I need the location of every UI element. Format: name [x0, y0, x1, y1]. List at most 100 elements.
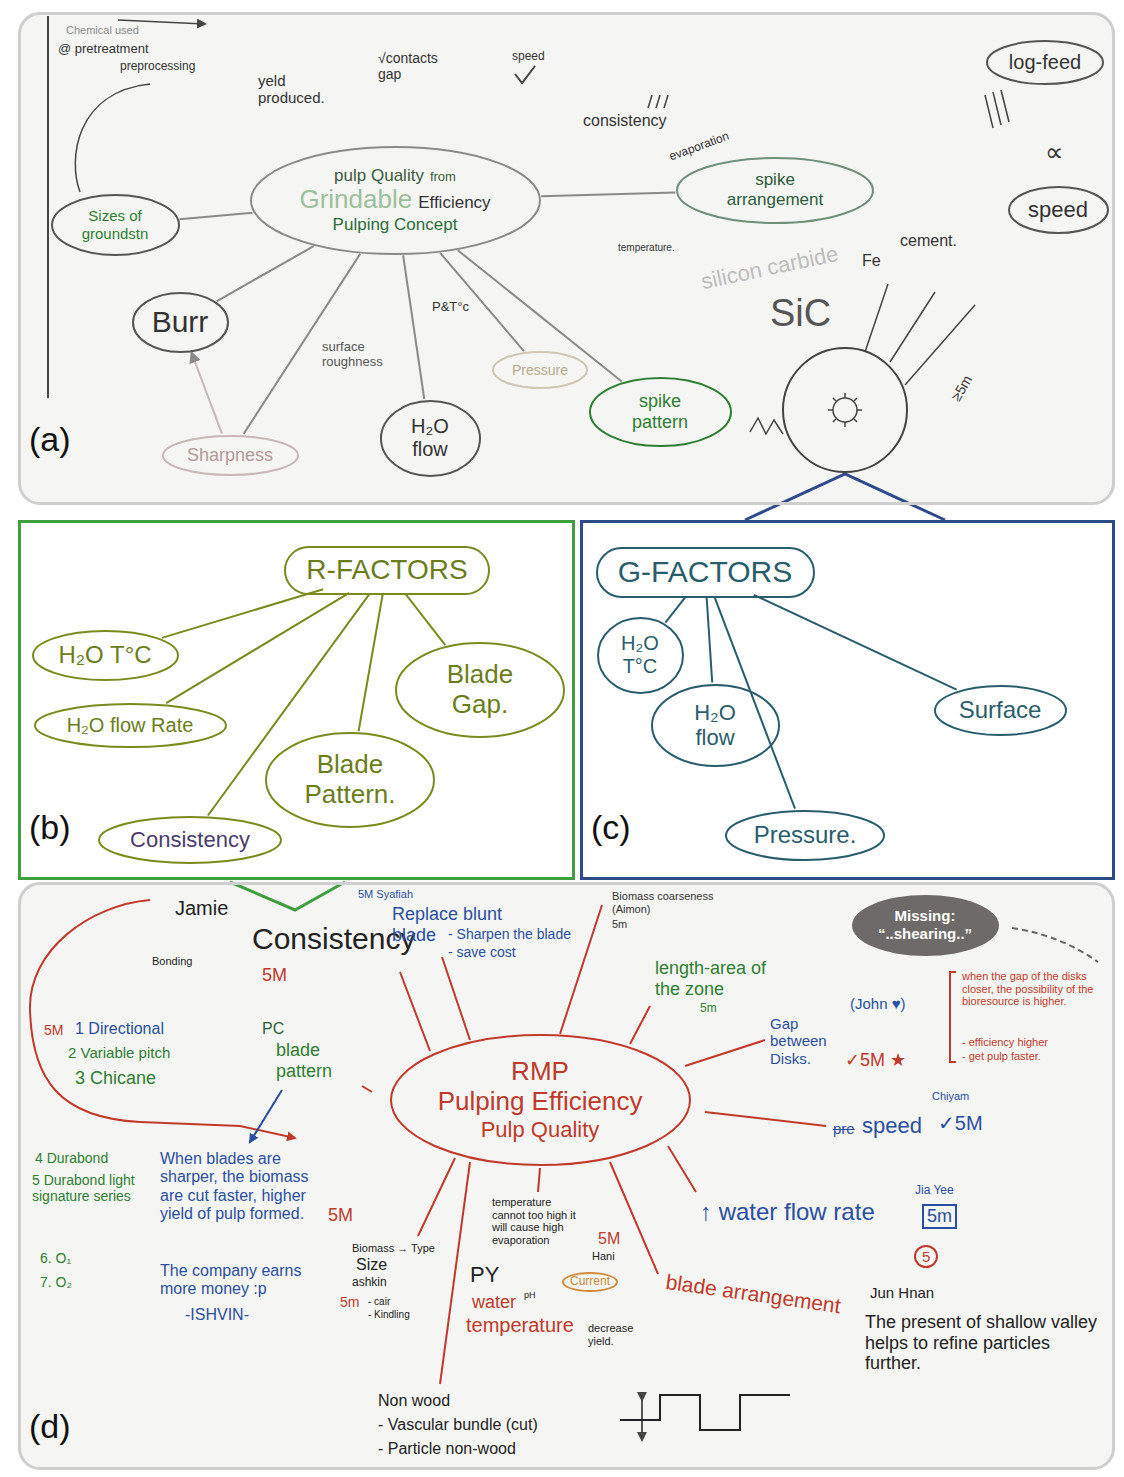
annotation-text: @ pretreatment: [58, 42, 149, 57]
annotation-text: consistency: [583, 112, 667, 130]
node-text: Sizes of groundstn: [75, 207, 155, 242]
gear-symbol: [833, 398, 857, 422]
ellipse-outline: [935, 686, 1066, 735]
node-text-group: log-feed: [1009, 51, 1081, 74]
spike-sketch: [750, 418, 783, 434]
annotation-text: 5M: [44, 1022, 63, 1038]
annotation-text: PC: [262, 1020, 284, 1038]
callout-pointer: [230, 882, 345, 910]
speech-bubble: Missing:“..shearing..”: [850, 893, 1001, 958]
annotation-text: ✓5M ★: [845, 1050, 906, 1071]
annotation-text: when the gap of the disks closer, the po…: [962, 970, 1107, 1008]
factor-ellipse: Pressure.: [724, 809, 886, 862]
annotation-text: 5m: [612, 918, 627, 931]
ellipse-outline: [987, 41, 1103, 84]
node-text-group: G-FACTORS: [618, 555, 792, 590]
annotation-text: ashkin: [352, 1276, 387, 1290]
leader-line: [538, 1168, 540, 1192]
annotation-text: ≥5m: [948, 372, 976, 404]
connector: [179, 213, 252, 220]
annotation-text: - get pulp faster.: [962, 1050, 1041, 1063]
annotation-text: 5M: [328, 1205, 353, 1226]
sketch-stroke: [656, 95, 660, 108]
sketch-arrow: [118, 20, 205, 24]
ellipse-outline: [652, 685, 779, 766]
node-text: “..shearing..”: [878, 925, 972, 942]
node-text-group: pulp QualityfromGrindableEfficiencyPulpi…: [296, 166, 493, 235]
panel-label: (d): [29, 1407, 71, 1446]
valley-profile: [620, 1395, 790, 1430]
node-text-group: Surface: [959, 696, 1042, 724]
annotation-text: blade arrangement: [664, 1270, 842, 1318]
connector: [707, 597, 713, 682]
node-text: from: [430, 170, 456, 185]
node-text: H₂O flow: [675, 700, 755, 751]
leader-line: [630, 1006, 650, 1044]
check-mark: [515, 66, 535, 83]
leader-line: [560, 905, 602, 1034]
node-text: Pressure.: [754, 821, 857, 849]
connector: [166, 593, 349, 703]
annotation-text: ↑ water flow rate: [700, 1198, 875, 1226]
topic-ellipse: log-feed: [985, 39, 1105, 86]
node-text-group: H₂O T°C: [58, 641, 151, 669]
sketch-line: [865, 284, 888, 352]
annotation-text: 4 Durabond: [35, 1150, 108, 1166]
node-text-group: Sizes of groundstn: [75, 207, 155, 242]
node-text-group: H₂O flow: [675, 700, 755, 751]
annotation-text: - Particle non-wood: [378, 1440, 516, 1458]
annotation-text: 5m: [700, 1002, 717, 1016]
topic-ellipse: speed: [1007, 185, 1110, 235]
sketch-curve: [75, 84, 150, 192]
leader-line: [418, 1158, 455, 1236]
factor-panel: (c)G-FACTORSH₂O T°CH₂O flowPressure.Surf…: [580, 520, 1115, 880]
topic-ellipse: Pressure: [491, 350, 589, 390]
ellipse-outline: [33, 631, 178, 680]
annotation-text: The company earns more money :p: [160, 1262, 325, 1299]
annotation-text: Consistency: [252, 922, 415, 957]
leader-line: [442, 957, 470, 1040]
ellipse-outline: [598, 618, 683, 693]
callout-pointer: [745, 474, 945, 520]
leader-line: [668, 1146, 696, 1192]
node-text: Pulping Concept: [333, 215, 458, 235]
annotation-text: - cair: [368, 1296, 390, 1308]
ellipse-outline: [726, 811, 884, 860]
node-text: Consistency: [130, 827, 250, 852]
annotation-text: 6. O₁: [40, 1250, 71, 1266]
node-text: spike pattern: [615, 391, 705, 432]
connector: [754, 595, 957, 690]
sketch-line: [890, 292, 935, 362]
ellipse-outline: [396, 643, 564, 737]
annotation-text: Biomass → Type: [352, 1242, 435, 1255]
node-text: Blade Gap.: [425, 660, 535, 720]
annotation-text: 7. O₂: [40, 1274, 72, 1290]
node-text: speed: [1028, 197, 1088, 222]
node-text: Missing:: [895, 907, 956, 924]
annotation-text: 5M: [598, 1230, 620, 1248]
factor-heading-pill: R-FACTORS: [284, 546, 490, 595]
annotation-text: - save cost: [448, 944, 516, 960]
node-text: H₂O T°C: [615, 632, 665, 678]
annotation-text: temperature cannot too high it will caus…: [492, 1196, 584, 1247]
annotation-text: - Vascular bundle (cut): [378, 1416, 538, 1434]
node-text-group: speed: [1028, 197, 1088, 222]
node-text: Grindable: [299, 185, 412, 215]
hatch-mark: [985, 95, 993, 128]
leader-line: [440, 1162, 470, 1384]
leader-line: [362, 1086, 372, 1092]
factor-ellipse: H₂O flow Rate: [33, 702, 228, 749]
node-text-group: RMPPulping EfficiencyPulp Quality: [438, 1057, 643, 1142]
annotation-text: silicon carbide: [699, 241, 841, 295]
annotation-text: evaporation: [668, 130, 732, 164]
ellipse-outline: [163, 436, 298, 475]
annotation-text: decrease yield.: [588, 1322, 643, 1347]
ellipse-outline: [391, 1035, 690, 1165]
factor-ellipse: Surface: [933, 684, 1068, 737]
node-text-group: H₂O flow: [400, 415, 460, 461]
annotation-text: 5m: [922, 1204, 957, 1229]
node-text: H₂O T°C: [58, 641, 151, 669]
connector: [217, 246, 314, 301]
annotation-text: Non wood: [378, 1392, 450, 1410]
central-topic-ellipse: RMPPulping EfficiencyPulp Quality: [389, 1033, 692, 1167]
